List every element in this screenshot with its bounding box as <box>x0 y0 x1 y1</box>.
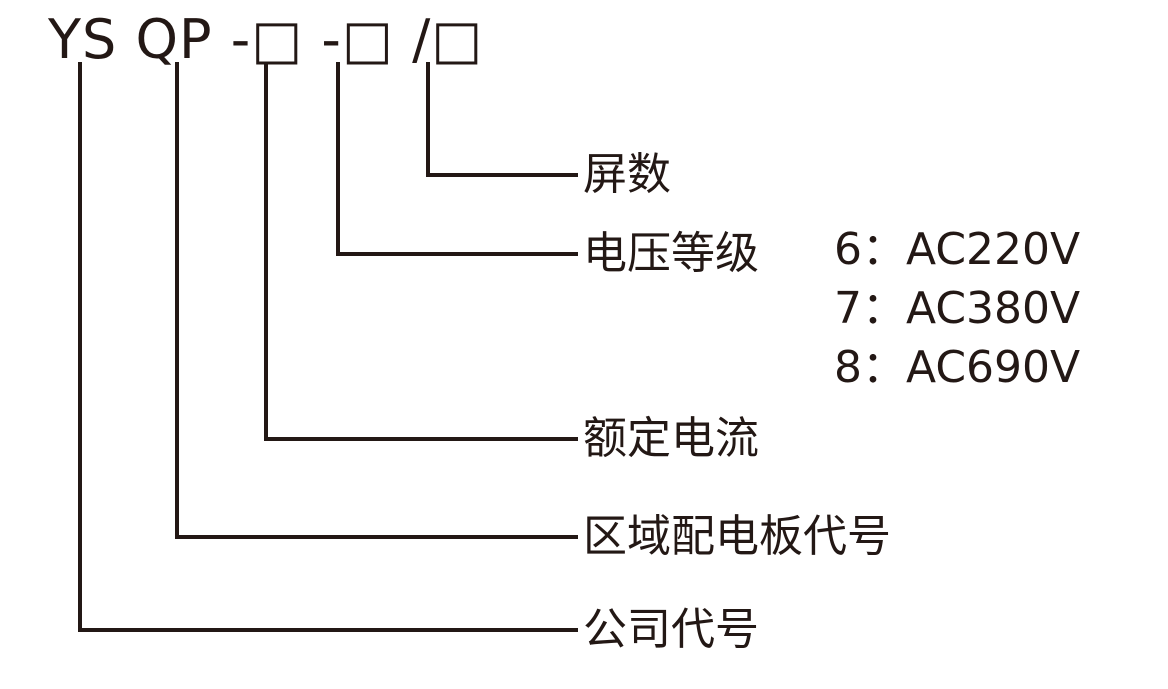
code-box-screens: □ <box>431 8 484 71</box>
label-current: 额定电流 <box>583 413 759 464</box>
model-code: YS QP -□ -□ /□ <box>48 8 483 72</box>
voltage-option-220: 6：AC220V <box>834 224 1081 275</box>
leader-line-region <box>175 62 578 539</box>
label-region: 区域配电板代号 <box>583 511 891 562</box>
code-company: YS <box>48 8 118 71</box>
code-dash-1: - <box>230 8 252 71</box>
voltage-option-380: 7：AC380V <box>834 283 1081 334</box>
label-screens: 屏数 <box>583 149 671 200</box>
label-company: 公司代号 <box>583 604 759 655</box>
leader-line-voltage <box>336 62 578 256</box>
code-region: QP <box>135 8 213 71</box>
leader-line-screens <box>426 62 578 177</box>
code-dash-2: - <box>321 8 342 71</box>
voltage-option-690: 8：AC690V <box>834 342 1081 393</box>
code-box-voltage: □ <box>341 8 394 71</box>
leader-line-current <box>264 62 578 441</box>
code-slash: / <box>412 8 432 71</box>
label-voltage: 电压等级 <box>583 228 759 279</box>
code-box-current: □ <box>251 8 304 71</box>
leader-line-company <box>78 62 578 632</box>
